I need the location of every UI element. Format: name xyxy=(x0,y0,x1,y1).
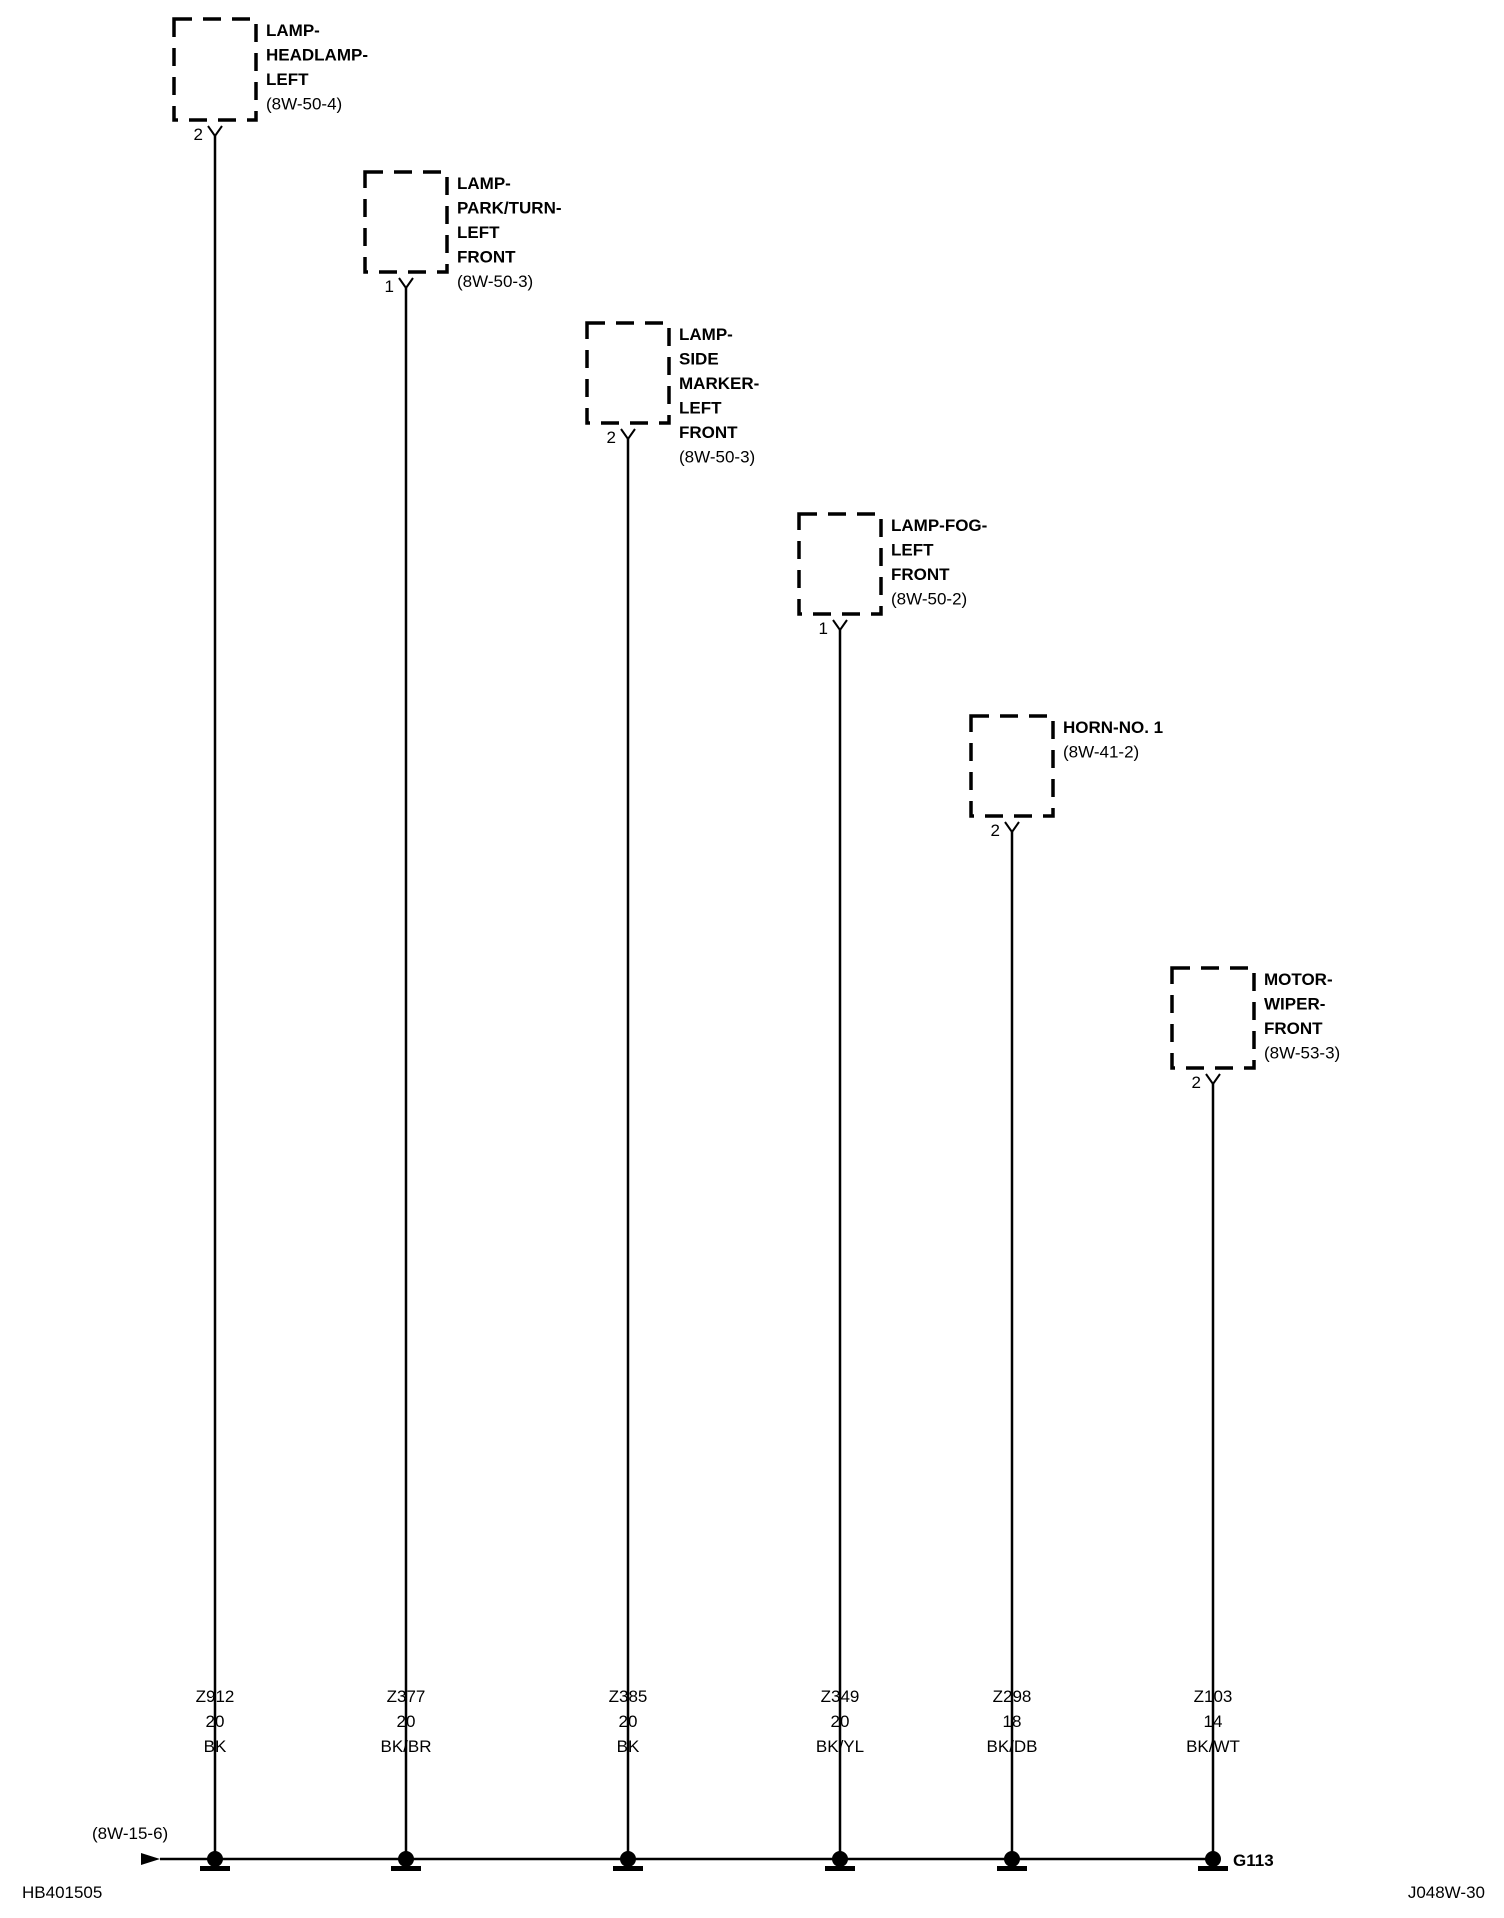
component-name-line: LEFT xyxy=(266,70,309,89)
wire-gauge-label: 14 xyxy=(1204,1712,1223,1731)
wire-color-label: BK/WT xyxy=(1186,1737,1240,1756)
component-ref: (8W-53-3) xyxy=(1264,1044,1340,1063)
ground-bar-icon xyxy=(613,1866,643,1871)
bus-reference-label: (8W-15-6) xyxy=(92,1824,168,1843)
splice-dot xyxy=(832,1851,848,1867)
ground-label: G113 xyxy=(1233,1851,1274,1870)
component-box xyxy=(1170,966,1256,1070)
wire-circuit-label: Z298 xyxy=(993,1687,1032,1706)
component-name-line: FRONT xyxy=(457,248,516,267)
connector-icon xyxy=(1205,1073,1221,1086)
component-name-line: LAMP- xyxy=(266,21,320,40)
pin-number: 2 xyxy=(607,428,616,447)
splice-dot xyxy=(398,1851,414,1867)
wire-circuit-label: Z349 xyxy=(821,1687,860,1706)
wire-color-label: BK xyxy=(617,1737,640,1756)
component-name-line: LEFT xyxy=(679,399,722,418)
component-name-line: MARKER- xyxy=(679,374,759,393)
wire-color-label: BK/YL xyxy=(816,1737,864,1756)
wire-gauge-label: 20 xyxy=(206,1712,225,1731)
component-name-line: PARK/TURN- xyxy=(457,199,562,218)
wire-gauge-label: 20 xyxy=(619,1712,638,1731)
component-name-line: LAMP- xyxy=(457,174,511,193)
component-3: 2 LAMP- SIDE MARKER- LEFT FRONT (8W-50-3) Z385 2… xyxy=(585,321,759,1871)
wire-color-label: BK/BR xyxy=(380,1737,431,1756)
splice-dot xyxy=(1004,1851,1020,1867)
footer-left-code: HB401505 xyxy=(22,1883,102,1902)
connector-icon xyxy=(398,277,414,290)
ground-bar-icon xyxy=(200,1866,230,1871)
component-name-line: HEADLAMP- xyxy=(266,46,368,65)
component-name-line: WIPER- xyxy=(1264,995,1325,1014)
pin-number: 2 xyxy=(1192,1073,1201,1092)
component-name-line: LEFT xyxy=(457,223,500,242)
connector-icon xyxy=(620,428,636,441)
pin-number: 1 xyxy=(385,277,394,296)
ground-bar-icon xyxy=(997,1866,1027,1871)
wire-gauge-label: 18 xyxy=(1003,1712,1022,1731)
component-name-line: LAMP- xyxy=(679,325,733,344)
component-box xyxy=(363,170,449,274)
component-name-line: FRONT xyxy=(1264,1019,1323,1038)
connector-icon xyxy=(207,125,223,138)
component-name-line: FRONT xyxy=(891,565,950,584)
splice-dot xyxy=(1205,1851,1221,1867)
pin-number: 2 xyxy=(194,125,203,144)
component-2: 1 LAMP- PARK/TURN- LEFT FRONT (8W-50-3) Z377 20… xyxy=(363,170,562,1871)
component-name-line: FRONT xyxy=(679,423,738,442)
component-name-line: HORN-NO. 1 xyxy=(1063,718,1163,737)
ground-bar-icon xyxy=(391,1866,421,1871)
component-ref: (8W-50-2) xyxy=(891,590,967,609)
component-ref: (8W-50-3) xyxy=(457,272,533,291)
wire-circuit-label: Z103 xyxy=(1194,1687,1233,1706)
component-name-line: SIDE xyxy=(679,350,719,369)
footer-right-code: J048W-30 xyxy=(1408,1883,1485,1902)
splice-dot xyxy=(620,1851,636,1867)
connector-icon xyxy=(832,619,848,632)
pin-number: 1 xyxy=(819,619,828,638)
splice-dot xyxy=(207,1851,223,1867)
wire-gauge-label: 20 xyxy=(831,1712,850,1731)
component-ref: (8W-41-2) xyxy=(1063,743,1139,762)
wire-circuit-label: Z385 xyxy=(609,1687,648,1706)
wire-color-label: BK xyxy=(204,1737,227,1756)
wire-gauge-label: 20 xyxy=(397,1712,416,1731)
component-box xyxy=(797,512,883,616)
component-ref: (8W-50-3) xyxy=(679,448,755,467)
component-ref: (8W-50-4) xyxy=(266,95,342,114)
component-box xyxy=(585,321,671,425)
components-group: 2LAMP-HEADLAMP-LEFT(8W-50-4)Z91220BK1LAM… xyxy=(172,17,1340,1871)
component-box xyxy=(969,714,1055,818)
bus-arrow-icon xyxy=(141,1853,160,1865)
component-name-line: LAMP-FOG- xyxy=(891,516,987,535)
component-name-line: LEFT xyxy=(891,541,934,560)
ground-bar-icon xyxy=(1198,1866,1228,1871)
wire-color-label: BK/DB xyxy=(986,1737,1037,1756)
wire-circuit-label: Z912 xyxy=(196,1687,235,1706)
pin-number: 2 xyxy=(991,821,1000,840)
wire-circuit-label: Z377 xyxy=(387,1687,426,1706)
component-name-line: MOTOR- xyxy=(1264,970,1333,989)
connector-icon xyxy=(1004,821,1020,834)
ground-bar-icon xyxy=(825,1866,855,1871)
component-box xyxy=(172,17,258,122)
